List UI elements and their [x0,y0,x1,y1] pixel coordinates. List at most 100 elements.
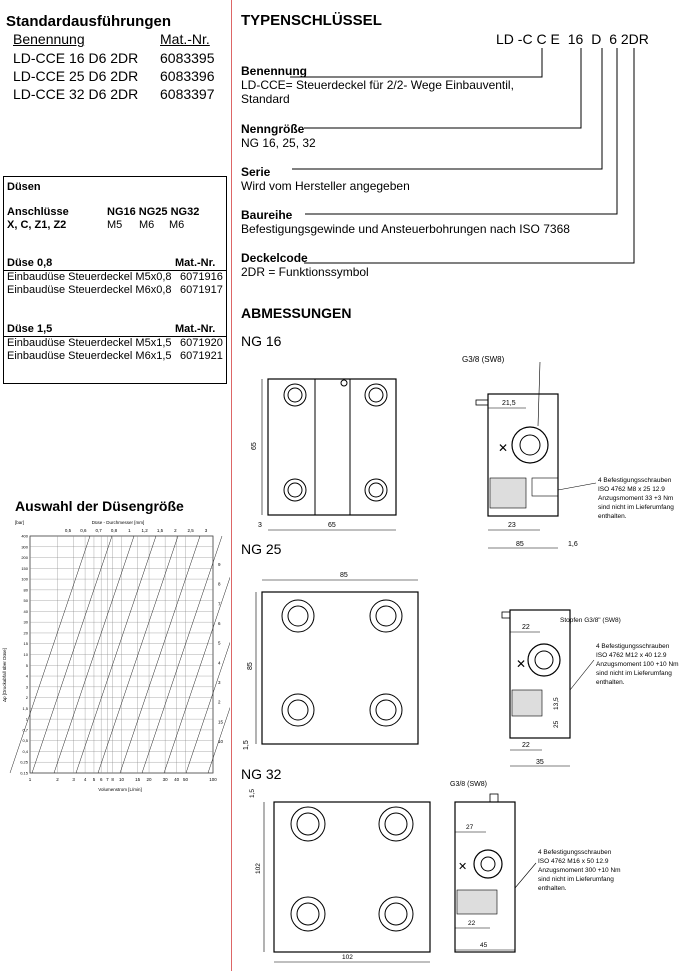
y-tick-label: 0,4 [22,749,28,754]
dim-label: 1,5 [249,789,256,798]
top-tick-label: 1,5 [157,528,164,533]
top-tick-label: 0,7 [96,528,103,533]
code-part: 6 [609,31,617,47]
v-grid [29,536,214,773]
ng16-drawing: 65 65 3 G3/8 (SW8) ✕ 21,5 23 85 1,6 4 Be… [251,355,674,549]
dim-label: 22 [468,920,476,927]
dim-label: 85 [247,662,254,670]
ng32-note: 4 Befestigungsschrauben ISO 4762 M16 x 5… [538,849,621,892]
x-tick-label: 40 [174,777,180,782]
typen-item-label: Benennung [241,64,307,78]
dim-label: 27 [466,824,474,831]
y-tick-label: 300 [21,544,28,549]
port-label: G3/8 (SW8) [462,355,505,364]
y-tick-label: 1 [26,717,29,722]
standard-col-name: Benennung [13,31,85,47]
y-tick-label: 2 [26,695,29,700]
dim-label: 35 [536,759,544,766]
top-tick-label: 2,5 [188,528,195,533]
thread-ng25: M6 [139,219,155,231]
svg-text:4 Befestigungsschrauben: 4 Befestigungsschrauben [538,849,612,856]
ng-header: NG16 NG25 NG32 [107,206,200,218]
d15-row-mat: 6071921 [180,350,223,362]
dim-label: 22 [522,742,530,749]
column-divider [231,0,232,971]
typen-item-text: 2DR = Funktionssymbol [241,265,369,279]
dim-label: 85 [340,572,348,579]
right-tick-label: 15 [218,719,224,724]
right-tick-label: 5 [218,641,221,646]
code-part: -C [517,31,533,47]
y-tick-label: 15 [24,641,29,646]
port-label: Stopfen G3/8" (SW8) [560,617,621,624]
d15-mat-label: Mat.-Nr. [175,323,216,335]
type-code-leaders [290,48,635,264]
ng16-label: NG 16 [241,333,282,349]
divider [4,270,226,271]
x-tick-label: 20 [147,777,153,782]
standard-row-mat: 6083396 [160,68,215,84]
d15-row-name: Einbaudüse Steuerdeckel M5x1,5 [7,337,172,349]
svg-text:sind nicht im Lieferumfang: sind nicht im Lieferumfang [538,876,614,883]
right-tick-label: 6 [218,621,221,626]
d08-row-name: Einbaudüse Steuerdeckel M5x0,8 [7,271,172,283]
nozzle-line [75,535,157,774]
dim-label: 13,5 [553,697,560,710]
svg-text:ISO 4762 M12 x 40 12.9: ISO 4762 M12 x 40 12.9 [596,652,667,659]
dim-label: 23 [508,522,516,529]
anschluesse-label: Anschlüsse [7,206,69,218]
y-tick-label: 400 [21,534,28,539]
nozzle-lines [9,535,289,774]
right-tick-label: 10 [218,739,224,744]
standard-row-name: LD-CCE 16 D6 2DR [13,50,139,66]
standard-row-name: LD-CCE 25 D6 2DR [13,68,139,84]
standard-mats: 6083395 6083396 6083397 [160,49,215,103]
typen-item: Deckelcode 2DR = Funktionssymbol [241,251,369,279]
code-part: C [536,31,547,47]
typen-item: Serie Wird vom Hersteller angegeben [241,165,410,193]
auswahl-title: Auswahl der Düsengröße [15,498,184,514]
typen-item: Baureihe Befestigungsgewinde und Ansteue… [241,208,570,236]
x-tick-label: 3 [72,777,75,782]
svg-text:Anzugsmoment 300 +10 Nm: Anzugsmoment 300 +10 Nm [538,867,621,874]
typen-title: TYPENSCHLÜSSEL [241,12,382,29]
top-axis-label: Düse - Durchmesser [mm] [92,520,145,525]
duesen-title: Düsen [7,181,41,193]
nozzle-line [9,535,91,774]
nozzle-line [53,535,135,774]
code-part: 16 [567,31,584,47]
svg-text:enthalten.: enthalten. [598,513,627,520]
y-tick-label: 100 [21,577,28,582]
typen-item: Benennung LD-CCE= Steuerdeckel für 2/2- … [241,64,571,106]
x-tick-label: 30 [163,777,169,782]
y-tick-label: 0,15 [20,771,29,776]
dim-label: 65 [328,522,336,529]
standard-col-mat: Mat.-Nr. [160,31,210,47]
thread-ng16: M5 [107,219,123,231]
arrow-icon: ✕ [498,441,508,455]
thread-ng32: M6 [169,219,185,231]
ng25-drawing: 85 85 1,5 ✕ Stopfen G3/8" (SW8) 22 22 35… [243,572,679,767]
x-tick-label: 8 [111,777,114,782]
code-part: LD [496,31,514,47]
top-tick-label: 1,2 [142,528,149,533]
type-code: LD -C C E 16 D 6 2DR [496,31,649,47]
right-tick-label: 3 [218,680,221,685]
typen-item: Nenngröße NG 16, 25, 32 [241,122,316,150]
nozzle-line [97,535,179,774]
svg-text:ISO 4762 M16 x 50 12.9: ISO 4762 M16 x 50 12.9 [538,858,609,865]
standard-row-mat: 6083395 [160,50,215,66]
typen-item-label: Deckelcode [241,251,308,265]
svg-text:sind nicht im Lieferumfang: sind nicht im Lieferumfang [596,670,672,677]
x-label: Volumenstrom [L/min] [98,787,142,792]
code-part: D [591,31,602,47]
ng25-label: NG 25 [241,541,282,557]
d15-title: Düse 1,5 [7,323,53,335]
dim-label: 3 [258,522,262,529]
y-tick-label: 0,25 [20,760,29,765]
d15-row-mat: 6071920 [180,337,223,349]
d08-title: Düse 0,8 [7,257,53,269]
